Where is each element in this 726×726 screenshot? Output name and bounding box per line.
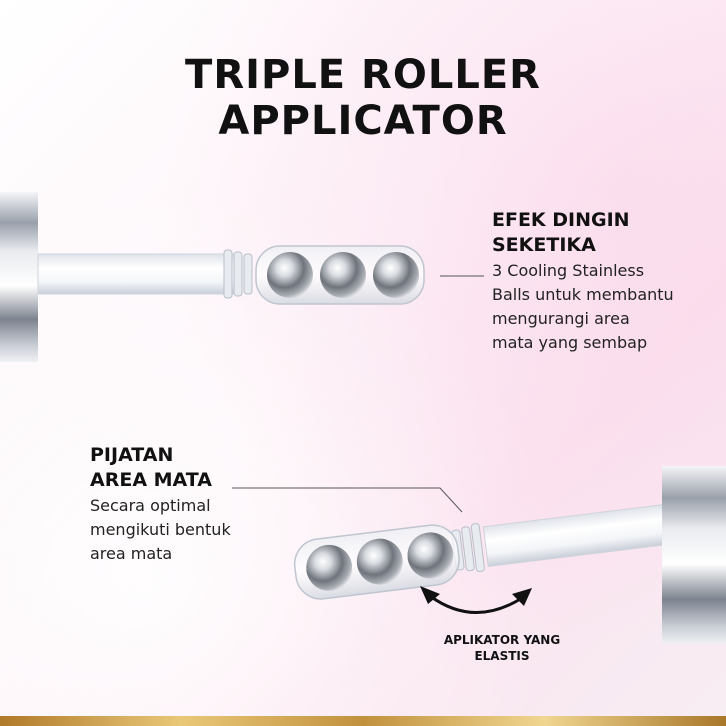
top-steel-ball-3	[373, 252, 419, 298]
top-steel-ball-1	[267, 252, 313, 298]
cooling-description: 3 Cooling Stainless Balls untuk membantu…	[492, 259, 674, 355]
cooling-heading-line-1: EFEK DINGIN	[492, 209, 630, 231]
bottom-stem	[482, 504, 668, 568]
massage-desc-line-2: mengikuti bentuk	[90, 520, 231, 539]
top-cap	[0, 192, 38, 362]
elastic-curved-arrow	[420, 586, 532, 614]
top-steel-ball-2	[320, 252, 366, 298]
massage-desc-line-1: Secara optimal	[90, 496, 211, 515]
cooling-desc-line-1: 3 Cooling Stainless	[492, 261, 645, 280]
cooling-heading: EFEK DINGIN SEKETIKA	[492, 208, 630, 258]
top-stem-rings	[223, 249, 253, 299]
massage-description: Secara optimal mengikuti bentuk area mat…	[90, 494, 231, 566]
title-line-2: APPLICATOR	[218, 98, 508, 144]
massage-desc-line-3: area mata	[90, 544, 173, 563]
elastic-applicator-label: APLIKATOR YANG ELASTIS	[392, 632, 612, 664]
bottom-steel-ball-3	[407, 532, 454, 579]
bottom-cap	[662, 466, 726, 644]
top-applicator	[0, 192, 425, 362]
elastic-label-line-1: APLIKATOR YANG	[443, 633, 561, 647]
page-title: TRIPLE ROLLER APPLICATOR	[0, 52, 726, 144]
massage-heading: PIJATAN AREA MATA	[90, 443, 212, 493]
cooling-desc-line-2: Balls untuk membantu	[492, 285, 674, 304]
cooling-desc-line-4: mata yang sembap	[492, 333, 648, 352]
gold-footer-bar	[0, 716, 726, 726]
bottom-steel-ball-1	[306, 544, 353, 591]
massage-heading-line-1: PIJATAN	[90, 444, 174, 466]
cooling-heading-line-2: SEKETIKA	[492, 234, 596, 256]
cooling-desc-line-3: mengurangi area	[492, 309, 630, 328]
bottom-steel-ball-2	[356, 538, 403, 585]
title-line-1: TRIPLE ROLLER	[185, 52, 541, 98]
elastic-label-line-2: ELASTIS	[474, 649, 530, 663]
top-stem	[37, 253, 235, 295]
bottom-applicator	[293, 504, 668, 600]
massage-heading-line-2: AREA MATA	[90, 469, 212, 491]
bottom-leader-line	[232, 487, 463, 513]
